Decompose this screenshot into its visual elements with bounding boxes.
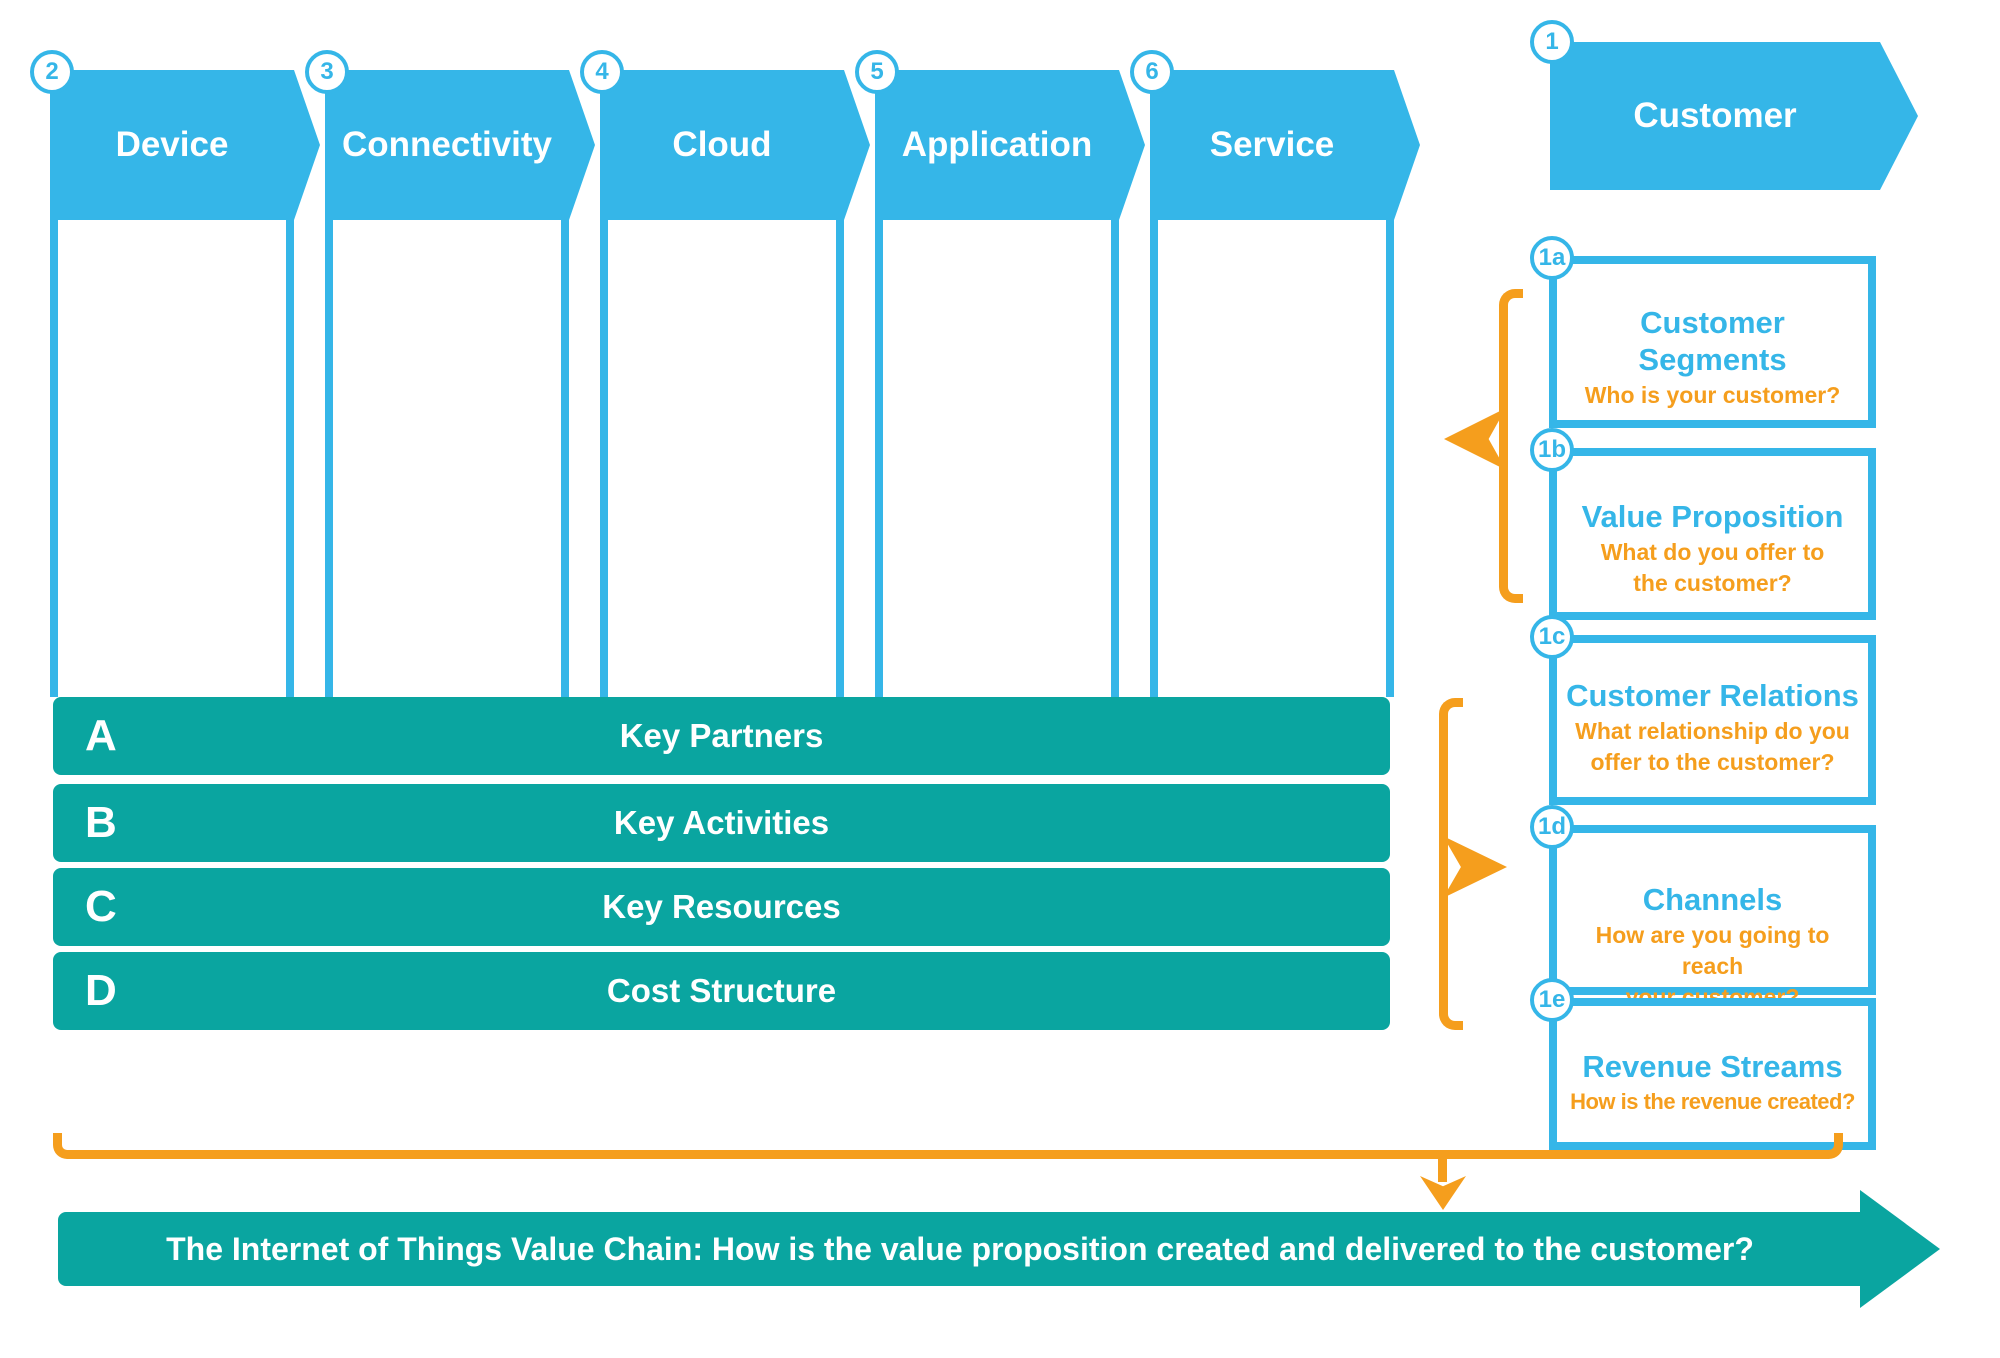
row-key-resources: C Key Resources (53, 868, 1390, 946)
stage-column-service (1150, 220, 1394, 697)
stage-column-device (50, 220, 294, 697)
info-badge-1a: 1a (1530, 236, 1574, 280)
info-box-subtitle: What do you offer to the customer? (1600, 539, 1825, 597)
stage-column-application (875, 220, 1119, 697)
stage-badge-3: 3 (305, 50, 349, 94)
info-badge-1b: 1b (1530, 428, 1574, 472)
stage-badge-2: 2 (30, 50, 74, 94)
left-arrow-icon (1444, 408, 1506, 470)
row-label: Key Resources (602, 888, 841, 925)
row-letter: B (85, 798, 117, 847)
info-box-title: Customer Relations (1566, 678, 1859, 713)
stage-label: Connectivity (341, 125, 553, 164)
banner-arrowhead-icon (1860, 1190, 1940, 1308)
info-badge-1e: 1e (1530, 978, 1574, 1022)
bracket-bottom-summary (53, 1133, 1843, 1159)
info-box-title: Revenue Streams (1582, 1049, 1843, 1084)
stage-badge-6: 6 (1130, 50, 1174, 94)
info-box-revenue-streams: Revenue Streams How is the revenue creat… (1549, 998, 1876, 1150)
row-letter: A (85, 711, 117, 760)
stage-label: Service (1209, 125, 1335, 164)
info-box-subtitle: How is the revenue created? (1570, 1089, 1855, 1115)
row-letter: D (85, 966, 117, 1015)
bottom-banner: The Internet of Things Value Chain: How … (58, 1212, 1862, 1286)
bracket-customer-to-chain (1499, 289, 1523, 603)
info-badge-1d: 1d (1530, 805, 1574, 849)
info-badge-1c: 1c (1530, 615, 1574, 659)
row-cost-structure: D Cost Structure (53, 952, 1390, 1030)
stage-column-cloud (600, 220, 844, 697)
customer-header: Customer (1550, 42, 1918, 190)
info-box-value-proposition: Value Proposition What do you offer to t… (1549, 448, 1876, 620)
info-box-channels: Channels How are you going to reach your… (1549, 825, 1876, 1010)
stage-label: Application (901, 125, 1093, 164)
row-letter: C (85, 882, 117, 931)
info-box-title: Channels (1642, 882, 1783, 917)
info-box-customer-relations: Customer Relations What relationship do … (1549, 635, 1876, 805)
row-label: Cost Structure (606, 972, 837, 1009)
info-box-title: Value Proposition (1581, 499, 1844, 534)
stage-header-application: Application (875, 70, 1145, 220)
stage-header-cloud: Cloud (600, 70, 870, 220)
stage-header-device: Device (50, 70, 320, 220)
stage-badge-5: 5 (855, 50, 899, 94)
banner-text: The Internet of Things Value Chain: How … (166, 1230, 1754, 1267)
stage-label: Cloud (672, 125, 772, 164)
row-label: Key Activities (613, 804, 830, 841)
row-key-partners: A Key Partners (53, 697, 1390, 775)
info-box-title: Customer Segments (1638, 305, 1787, 378)
stage-header-service: Service (1150, 70, 1420, 220)
row-key-activities: B Key Activities (53, 784, 1390, 862)
info-box-subtitle: What relationship do you offer to the cu… (1575, 718, 1850, 776)
down-arrow-stem (1438, 1156, 1447, 1182)
stage-label: Device (115, 125, 229, 164)
stage-column-connectivity (325, 220, 569, 697)
stage-header-connectivity: Connectivity (325, 70, 595, 220)
info-box-customer-segments: Customer Segments Who is your customer? (1549, 256, 1876, 428)
row-label: Key Partners (619, 717, 824, 754)
info-box-subtitle: Who is your customer? (1584, 382, 1841, 409)
customer-badge-1: 1 (1530, 20, 1574, 64)
bracket-rows-to-channels (1439, 698, 1463, 1030)
customer-label: Customer (1633, 96, 1797, 135)
stage-badge-4: 4 (580, 50, 624, 94)
